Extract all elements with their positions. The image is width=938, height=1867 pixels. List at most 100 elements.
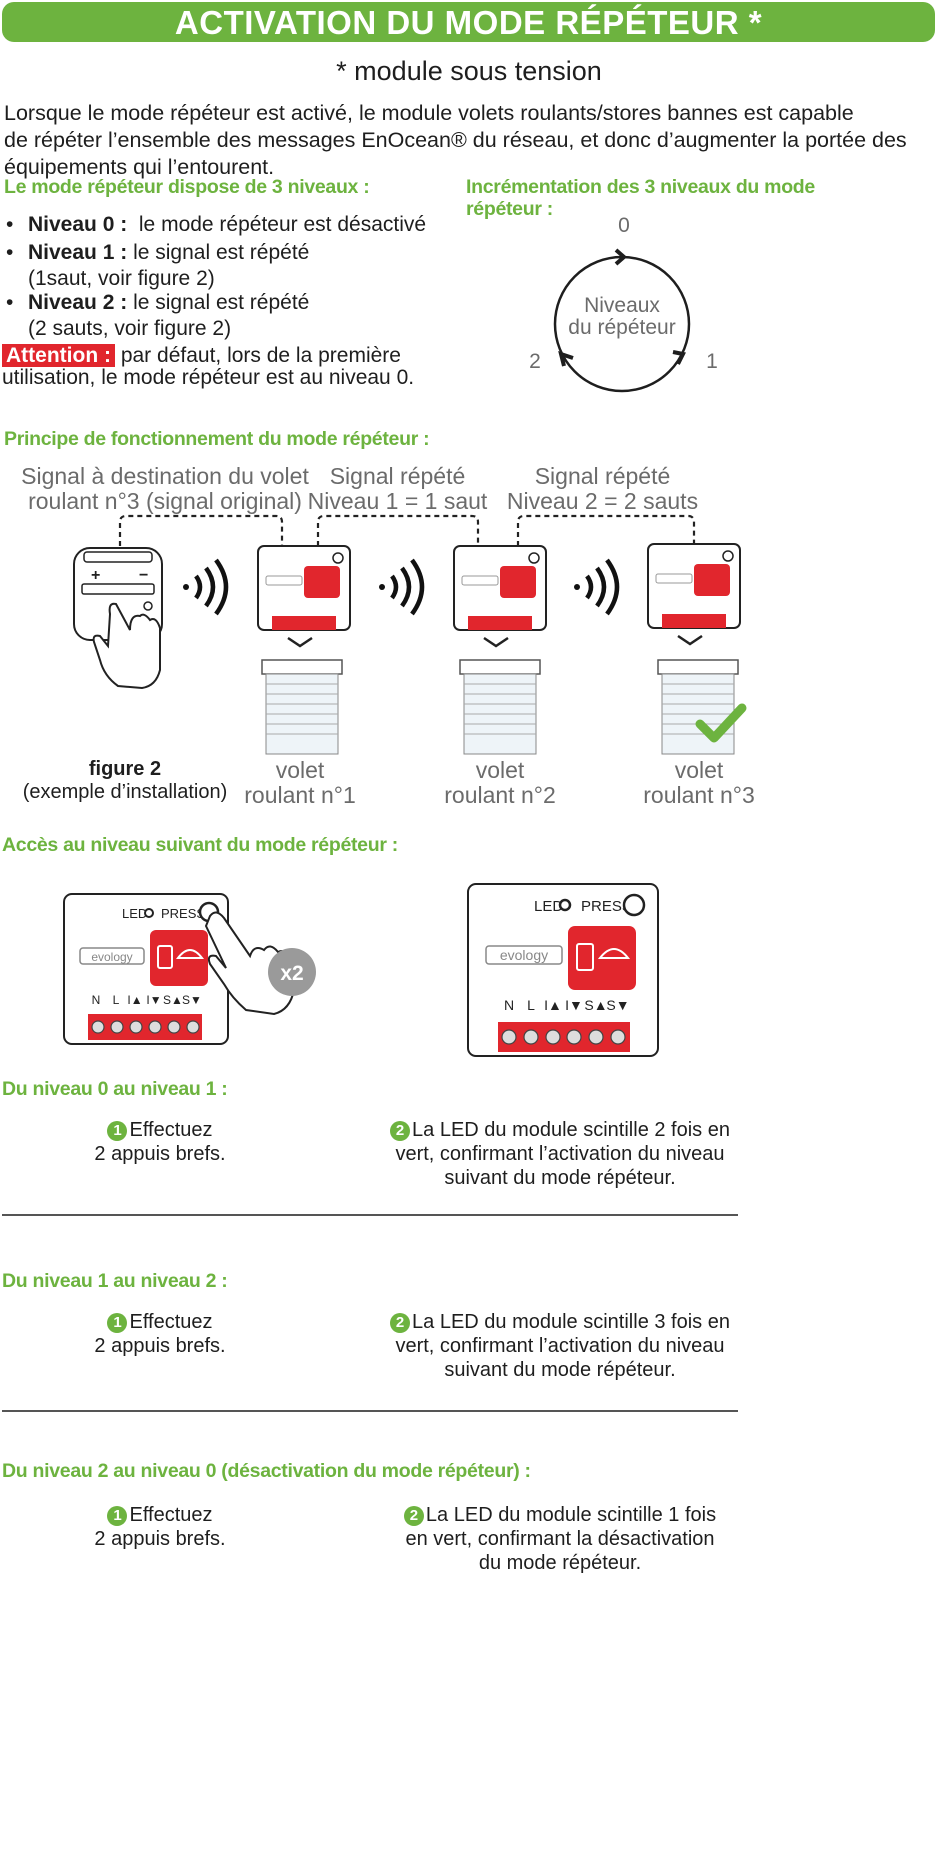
remote-plus-label: + [91,567,100,584]
level-text: (1saut, voir figure 2) [28,267,215,290]
volet-label: volet roulant n°2 [425,758,575,808]
press-count-badge [268,948,316,996]
figure-subtitle: (exemple d’installation) [22,781,228,803]
awning-symbol-icon [175,949,205,959]
intro-line: Lorsque le mode répéteur est activé, le … [4,101,854,125]
level-item: • Niveau 2 : le signal est répété (2 sau… [6,291,310,340]
signal-connector [516,514,696,546]
signal-original-label: Signal à destination du volet roulant n°… [10,464,320,514]
step-text: 2 appuis brefs. [94,1528,226,1550]
wireless-signal-icon [574,558,620,616]
cycle-center-label: Niveaux [584,294,660,317]
caption-line: roulant n°1 [244,782,356,808]
caption-line: Niveau 2 = 2 sauts [506,488,699,514]
cycle-arrow-icon [672,350,686,365]
step-text: en vert, confirmant la désactivation [405,1528,715,1550]
terminal-block [498,1022,630,1052]
press-count-label: x2 [280,962,303,985]
cycle-label-0: 0 [618,214,630,237]
signal-connector [118,514,284,546]
chevron-down-icon [677,634,703,646]
terminal-block [88,1014,202,1040]
step-text: La LED du module scintille 3 fois en [412,1311,730,1333]
level-label: Niveau 2 : [28,291,128,314]
terminal-label: I▼ [565,997,583,1013]
step-text: suivant du mode répéteur. [444,1359,676,1381]
caption-line: Niveau 1 = 1 saut [307,488,488,514]
module-press-illustration: LED PRESS evology N L I▲ I▼ S▲ S▼ x2 [63,893,316,1045]
module-illustration: LED PRESS evology N L I▲ I▼ S▲ S▼ [467,883,659,1057]
brand-logo: evology [500,947,548,963]
step-text: suivant du mode répéteur. [444,1167,676,1189]
access-heading: Accès au niveau suivant du mode répéteur… [2,834,398,856]
step-number-icon: 1 [107,1506,128,1526]
level-label: Niveau 1 : [28,241,128,264]
cycle-arrow-icon [558,350,574,367]
step-text: 2 appuis brefs. [94,1143,226,1165]
remote-minus-label: − [139,567,148,584]
figure-caption: figure 2 (exemple d’installation) [20,758,230,804]
step-text: vert, confirmant l’activation du niveau [395,1143,725,1165]
caption-line: volet [275,757,325,783]
principle-heading: Principe de fonctionnement du mode répét… [4,428,430,450]
step-text: Effectuez [129,1311,213,1333]
step-number-icon: 2 [390,1121,411,1141]
cycle-heading-line: Incrémentation des 3 niveaux du mode [466,176,815,198]
press-label: PRESS [581,898,632,915]
step-number-icon: 1 [107,1313,128,1333]
roller-shutter-icon [657,659,739,755]
attention-text: par défaut, lors de la première [120,344,401,367]
repeater-module [647,543,741,629]
caption-line: Signal à destination du volet [21,463,309,489]
terminal-label: S▲ [584,997,607,1013]
cycle-diagram: Niveaux du répéteur 0 1 2 [529,214,718,393]
led-label: LED [534,898,563,915]
step-text: Effectuez [129,1504,213,1526]
led-indicator [144,908,154,918]
hand-icon [92,602,161,690]
attention-note: Attention : par défaut, lors de la premi… [2,344,462,389]
wireless-signal-icon [183,558,229,616]
step-text: 2 appuis brefs. [94,1335,226,1357]
cycle-label-1: 1 [706,350,718,373]
step-number-icon: 2 [390,1313,411,1333]
repeater-module [257,545,351,631]
step-text: du mode répéteur. [478,1552,642,1574]
attention-text: utilisation, le mode répéteur est au niv… [2,366,415,389]
intro-paragraph: Lorsque le mode répéteur est activé, le … [4,100,934,181]
step-text: vert, confirmant l’activation du niveau [395,1335,725,1357]
level-text: le mode répéteur est désactivé [138,213,427,236]
level-item: • Niveau 0 : le mode répéteur est désact… [6,213,427,236]
page-title: ACTIVATION DU MODE RÉPÉTEUR * [2,2,935,42]
terminal-label: S▲ [163,993,183,1007]
intro-line: de répéter l’ensemble des messages EnOce… [4,128,907,152]
wireless-signal-icon [379,558,425,616]
terminal-label: I▲ [127,993,142,1007]
level-text: le signal est répété [133,241,310,264]
signal-repeat-2-label: Signal répété Niveau 2 = 2 sauts [500,464,705,514]
installation-figure: + − [73,514,747,755]
step-text: Effectuez [129,1119,213,1141]
press-button [622,893,646,917]
chevron-down-icon [483,636,509,648]
cycle-center-label: du répéteur [568,316,675,339]
step-number-icon: 1 [107,1121,128,1141]
level-item: • Niveau 1 : le signal est répété (1saut… [6,241,310,290]
awning-symbol-icon [597,948,631,959]
terminal-label: S▼ [182,993,202,1007]
terminal-label: I▼ [146,993,161,1007]
volet-label: volet roulant n°1 [225,758,375,808]
caption-line: volet [475,757,525,783]
subtitle: * module sous tension [336,56,602,86]
press-label: PRESS [161,906,205,921]
caption-line: roulant n°2 [444,782,556,808]
transition-heading: Du niveau 2 au niveau 0 (désactivation d… [2,1460,531,1482]
levels-heading: Le mode répéteur dispose de 3 niveaux : [4,176,370,198]
caption-line: Signal répété [329,463,466,489]
step-text: La LED du module scintille 1 fois [425,1504,717,1526]
terminal-label: S▼ [606,997,629,1013]
checkmark-icon [695,703,747,743]
